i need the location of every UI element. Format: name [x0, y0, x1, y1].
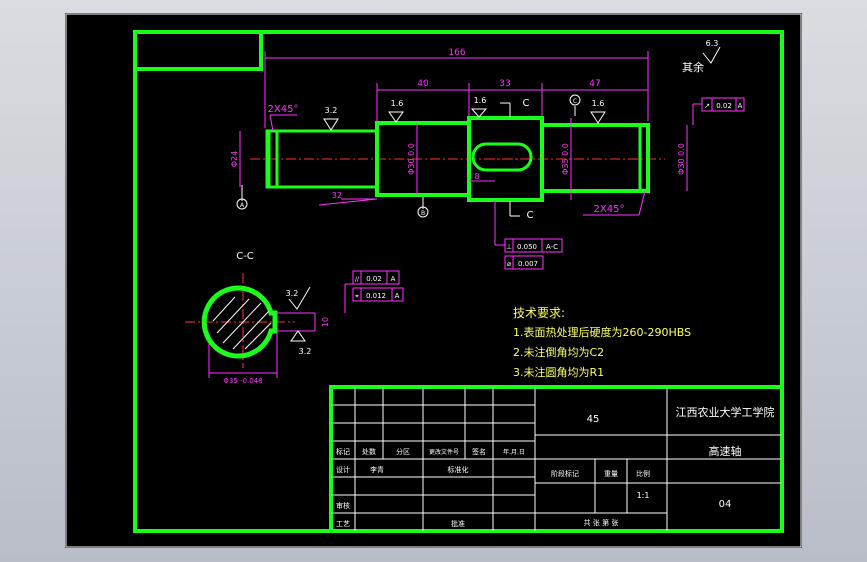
shaft-drawing: 166 40 33 47 Φ24 Φ30 0.0 Φ35 0.0 Φ30 0.0… — [65, 13, 802, 548]
dim-dia-mid2: Φ35 0.0 — [561, 143, 570, 175]
svg-text:A: A — [391, 275, 396, 283]
svg-text:0.02: 0.02 — [716, 102, 732, 110]
title-block: 45 江西农业大学工学院 高速轴 04 1:1 标记 处数 分区 更改文件号 签… — [329, 385, 784, 533]
svg-text:李青: 李青 — [370, 465, 384, 474]
svg-text:更改文件号: 更改文件号 — [429, 448, 459, 456]
svg-text:处数: 处数 — [362, 447, 376, 456]
datum-a-marker — [236, 198, 248, 210]
shaft-chamfer-right — [638, 123, 650, 193]
chamfer-left: 2X45° — [268, 104, 299, 115]
svg-text:年.月.日: 年.月.日 — [503, 448, 525, 456]
dim-seg1: 40 — [417, 79, 429, 89]
roughness-sec-bottom-icon — [290, 330, 306, 342]
svg-text:审核: 审核 — [336, 501, 350, 510]
svg-text:签名: 签名 — [472, 447, 486, 456]
roughness-r3-icon — [470, 108, 488, 118]
svg-text://: // — [355, 276, 360, 283]
chamfer-right: 2X45° — [594, 204, 625, 215]
drawing-frame — [133, 30, 784, 533]
svg-text:比例: 比例 — [636, 469, 650, 478]
roughness-sec-bottom-value: 3.2 — [299, 347, 312, 356]
svg-text:A: A — [395, 292, 400, 300]
datum-c-label: C — [573, 98, 577, 105]
roughness-rest-icon — [702, 46, 721, 64]
section-hatching — [212, 296, 272, 350]
datum-c-marker — [569, 94, 581, 106]
svg-text:分区: 分区 — [396, 447, 410, 456]
code-box — [133, 30, 263, 71]
svg-text:0.050: 0.050 — [517, 243, 537, 251]
svg-text:标记: 标记 — [336, 447, 350, 456]
dim-dia-mid1: Φ30 0.0 — [407, 143, 416, 175]
tolerance-sec-frame-2 — [352, 287, 404, 302]
title-drawing-no: 04 — [719, 499, 732, 510]
svg-text:设计: 设计 — [336, 465, 350, 474]
roughness-rest-value: 6.3 — [706, 39, 719, 48]
datum-a-label: A — [240, 202, 245, 209]
title-scale: 1:1 — [637, 491, 650, 500]
roughness-r3-value: 1.6 — [474, 96, 487, 105]
dim-dia-right: Φ30 0.0 — [677, 143, 686, 175]
shaft-chamfer-left — [265, 129, 279, 189]
tolerance-sec-frame-1 — [352, 270, 400, 285]
dim-shoulder: 32 — [332, 191, 342, 200]
shaft-segment-right — [540, 123, 650, 193]
roughness-r1-icon — [323, 118, 339, 131]
tech-req-item-2: 2.未注倒角均为C2 — [513, 345, 604, 359]
dim-section-dia: Φ35 -0.048 — [223, 377, 262, 385]
section-mark-top: C — [523, 98, 530, 109]
tech-req-item-1: 1.表面热处理后硬度为260-290HBS — [513, 325, 691, 339]
dim-section-slot: 10 — [321, 317, 330, 327]
roughness-r2-value: 1.6 — [391, 99, 404, 108]
svg-text:共 张 第 张: 共 张 第 张 — [584, 518, 619, 527]
svg-text:批准: 批准 — [451, 519, 465, 528]
svg-text:重量: 重量 — [604, 470, 618, 478]
cad-drawing-canvas: 166 40 33 47 Φ24 Φ30 0.0 Φ35 0.0 Φ30 0.0… — [65, 13, 802, 548]
dim-seg3: 47 — [589, 79, 600, 89]
roughness-rest-label: 其余 — [682, 60, 704, 74]
title-institution: 江西农业大学工学院 — [676, 405, 775, 419]
dim-seg2: 33 — [499, 79, 510, 89]
section-mark-bottom: C — [527, 210, 534, 221]
svg-text:0.02: 0.02 — [366, 275, 382, 283]
tech-req-item-3: 3.未注圆角均为R1 — [513, 365, 604, 379]
dim-dia-left: Φ24 — [230, 151, 239, 167]
roughness-r2-icon — [388, 111, 404, 123]
svg-text:⌀: ⌀ — [507, 260, 511, 268]
tech-req-title: 技术要求: — [513, 306, 565, 320]
outer-border — [65, 13, 802, 548]
keyway-slot — [471, 142, 533, 172]
datum-b-label: B — [421, 210, 425, 217]
tolerance-key-frame-2 — [504, 255, 544, 270]
section-title: C-C — [236, 251, 254, 262]
dim-overall: 166 — [448, 48, 465, 58]
title-part-name: 高速轴 — [709, 444, 742, 458]
svg-text:A-C: A-C — [546, 243, 558, 251]
tolerance-key-frame-1 — [504, 238, 563, 253]
roughness-r1-value: 3.2 — [325, 106, 338, 115]
svg-text:A: A — [738, 102, 743, 110]
datum-b-marker — [417, 206, 429, 218]
svg-text:阶段标记: 阶段标记 — [551, 469, 579, 478]
svg-text:工艺: 工艺 — [336, 520, 350, 528]
svg-text:0.012: 0.012 — [366, 292, 386, 300]
svg-text:标准化: 标准化 — [448, 465, 469, 474]
svg-text:0.007: 0.007 — [518, 260, 538, 268]
svg-text:⊥: ⊥ — [506, 243, 512, 251]
roughness-r4-value: 1.6 — [592, 99, 605, 108]
dim-key-width: 8 — [474, 172, 479, 181]
title-material: 45 — [587, 414, 600, 425]
svg-text:↗: ↗ — [704, 102, 710, 110]
section-circle — [201, 285, 278, 359]
roughness-sec-top-icon — [288, 286, 311, 310]
roughness-sec-top-value: 3.2 — [286, 289, 299, 298]
roughness-r4-icon — [590, 111, 606, 124]
svg-text:⌖: ⌖ — [355, 292, 359, 300]
